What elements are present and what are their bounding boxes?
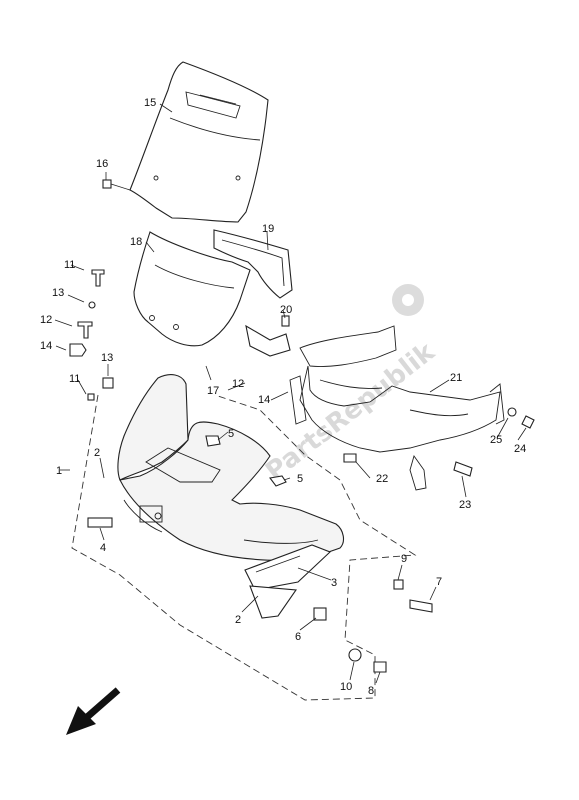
- windscreen: [129, 61, 269, 223]
- callout-23: 23: [459, 499, 471, 511]
- callout-19: 19: [262, 223, 274, 235]
- callout-11a: 11: [64, 259, 75, 271]
- bolt-16: [102, 172, 131, 191]
- callout-8: 8: [368, 685, 374, 697]
- callout-6: 6: [295, 631, 301, 643]
- stay-fasteners: [343, 407, 535, 477]
- callout-11b: 11: [69, 373, 80, 385]
- emblem-4: [87, 517, 113, 528]
- callout-20: 20: [280, 304, 292, 316]
- callout-10: 10: [340, 681, 352, 693]
- callout-14b: 14: [258, 394, 270, 406]
- callout-21: 21: [450, 372, 462, 384]
- callout-1: 1: [56, 465, 62, 477]
- callout-3: 3: [331, 577, 337, 589]
- callout-7: 7: [436, 576, 442, 588]
- callout-12a: 12: [40, 314, 52, 326]
- cover-19: [213, 229, 293, 299]
- callout-15: 15: [144, 97, 156, 109]
- callout-16: 16: [96, 158, 108, 170]
- callout-2a: 2: [94, 447, 100, 459]
- bolts-lower: [313, 579, 433, 673]
- bracket-20: [245, 315, 291, 357]
- callout-25: 25: [490, 434, 502, 446]
- callout-17: 17: [207, 385, 219, 397]
- callout-14a: 14: [40, 340, 52, 352]
- watermark-text: PartsRepublik: [260, 337, 441, 487]
- callout-5a: 5: [228, 428, 234, 440]
- inner-panel: [133, 231, 251, 347]
- callout-24: 24: [514, 443, 526, 455]
- front-arrow-icon: [66, 687, 121, 735]
- callout-9: 9: [401, 553, 407, 565]
- callout-labels: 15 16 18 19 20 11 13 12 14 13 11 17 12 1…: [40, 97, 526, 697]
- fairing-assembly-outline: [71, 394, 417, 701]
- upper-fairing: [117, 374, 345, 619]
- callout-22: 22: [376, 473, 388, 485]
- callout-18: 18: [130, 236, 142, 248]
- callout-13b: 13: [101, 352, 113, 364]
- callout-2b: 2: [235, 614, 241, 626]
- leader-lines: [54, 103, 527, 684]
- grommet-5: [205, 435, 287, 487]
- callout-4: 4: [100, 542, 106, 554]
- watermark-gear-icon: [392, 284, 424, 316]
- fastener-group-left: [69, 269, 114, 401]
- fairing-stay: [289, 325, 505, 491]
- callout-13a: 13: [52, 287, 64, 299]
- callout-12b: 12: [232, 378, 244, 390]
- callout-5b: 5: [297, 473, 303, 485]
